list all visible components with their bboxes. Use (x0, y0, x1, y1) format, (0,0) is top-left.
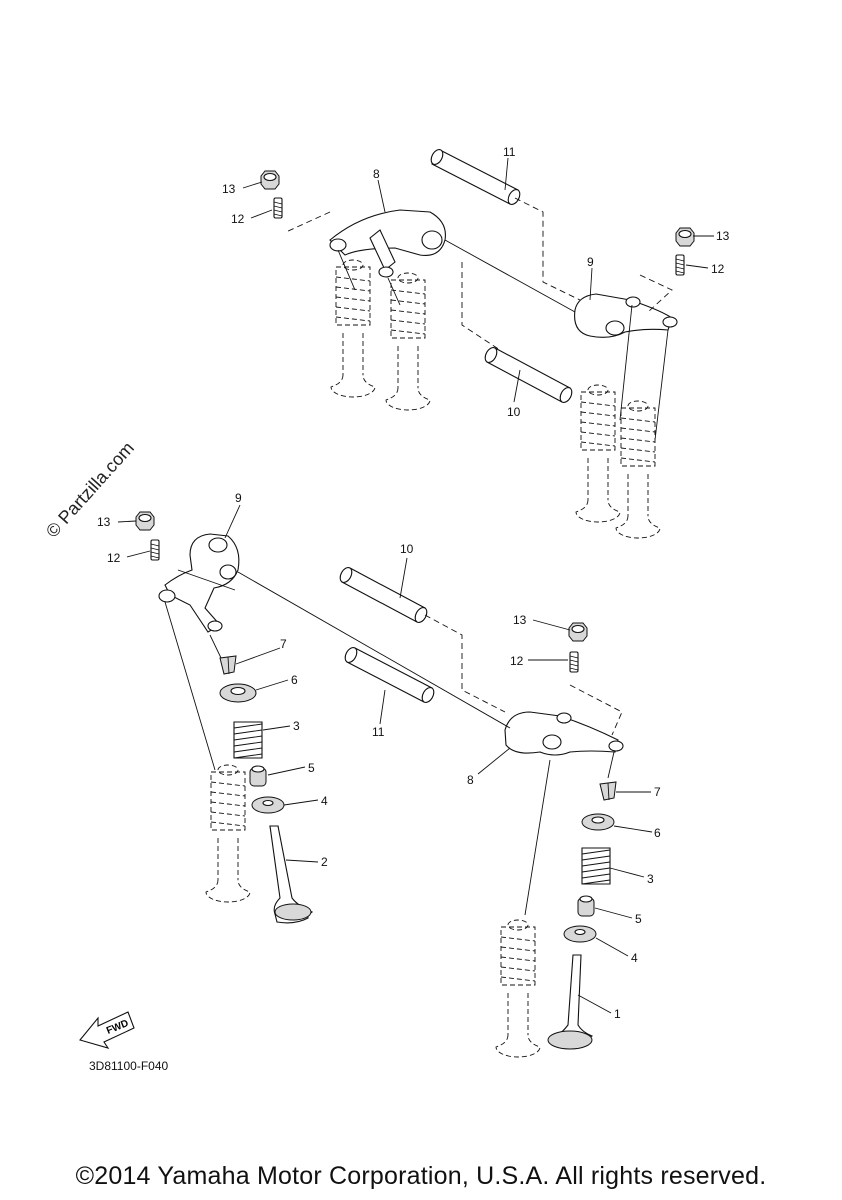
valve-stem-seal-5-left (249, 765, 267, 787)
callout-12: 12 (510, 654, 524, 668)
rocker-shaft-11-lower (344, 647, 435, 703)
callout-11: 11 (372, 725, 385, 739)
callout-2: 2 (321, 855, 328, 869)
valve-spring-retainer-6-right (581, 813, 615, 831)
callout-4: 4 (321, 794, 328, 808)
callout-12: 12 (711, 262, 725, 276)
callout-5: 5 (635, 912, 642, 926)
valve-spring-seat-4-left (251, 796, 285, 814)
valve-ghost-outline (205, 764, 251, 903)
callout-10: 10 (507, 405, 521, 419)
rocker-arm-8-lower (504, 711, 624, 756)
callout-4: 4 (631, 951, 638, 965)
valve-spring-3-right (581, 847, 611, 885)
valve-stem-seal-5-right (577, 895, 595, 917)
callout-3: 3 (293, 719, 300, 733)
lock-nut-13-lower-right (568, 622, 588, 642)
callout-5: 5 (308, 761, 315, 775)
callout-10: 10 (400, 542, 414, 556)
lock-nut-13-upper-left (260, 170, 280, 190)
valve-ghost-outline (615, 400, 661, 539)
adjusting-screw-12-upper-left (273, 197, 283, 219)
callout-8: 8 (467, 773, 474, 787)
lock-nut-13-upper-right (675, 227, 695, 247)
callout-9: 9 (235, 491, 242, 505)
valve-cotter-7-right (599, 781, 617, 801)
rocker-shaft-10-upper (484, 347, 573, 403)
callout-13: 13 (513, 613, 527, 627)
lower-assembly (135, 511, 624, 1058)
lock-nut-13-lower-left (135, 511, 155, 531)
callout-8: 8 (373, 167, 380, 181)
valve-ghost-outline (495, 919, 541, 1058)
callout-13: 13 (97, 515, 111, 529)
callout-3: 3 (647, 872, 654, 886)
callout-1: 1 (614, 1007, 621, 1021)
callout-6: 6 (291, 673, 298, 687)
callout-13: 13 (716, 229, 730, 243)
callout-12: 12 (107, 551, 121, 565)
callout-6: 6 (654, 826, 661, 840)
valve-cotter-7-left (219, 655, 237, 675)
callout-7: 7 (654, 785, 661, 799)
valve-ghost-outline (330, 259, 376, 398)
valve-ghost-outline (385, 272, 431, 411)
valve-spring-retainer-6-left (219, 683, 257, 703)
rocker-shaft-11-upper (430, 149, 521, 205)
valve-ghost-outline (575, 384, 621, 523)
leader-lines (117, 157, 714, 1014)
adjusting-screw-12-lower-left (150, 539, 160, 561)
adjusting-screw-12-lower-right (569, 651, 579, 673)
callout-labels: 11 8 13 12 13 12 9 10 9 13 12 10 13 12 7… (97, 145, 730, 1021)
callout-13: 13 (222, 182, 236, 196)
copyright-notice: ©2014 Yamaha Motor Corporation, U.S.A. A… (75, 1162, 767, 1190)
rocker-arm-8-upper (329, 209, 446, 278)
figure-code: 3D81100-F040 (89, 1059, 169, 1073)
upper-assembly (260, 149, 695, 539)
forward-direction-arrow: FWD (79, 1011, 135, 1049)
rocker-arm-9-lower (158, 533, 240, 633)
adjusting-screw-12-upper-right (675, 254, 685, 276)
callout-7: 7 (280, 637, 287, 651)
exhaust-valve-2 (269, 825, 314, 924)
callout-12: 12 (231, 212, 245, 226)
rocker-shaft-10-lower (339, 567, 428, 623)
intake-valve-1 (547, 954, 594, 1050)
callout-9: 9 (587, 255, 594, 269)
valve-spring-seat-4-right (563, 925, 597, 943)
valve-spring-3-left (233, 721, 263, 759)
callout-11: 11 (503, 145, 516, 159)
rocker-arm-9-upper (574, 293, 678, 338)
